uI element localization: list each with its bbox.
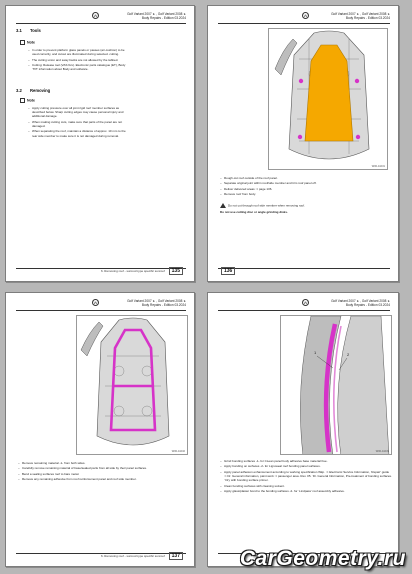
site-watermark: CarGeometry.ru bbox=[239, 547, 406, 570]
document-page-137: W Golf Variant 2007 ➤ , Golf Variant 200… bbox=[5, 292, 195, 567]
footer-rule bbox=[16, 268, 186, 269]
header-rule bbox=[218, 310, 390, 311]
figure-number: W00-11031 bbox=[371, 165, 385, 168]
note-heading: Note bbox=[20, 40, 35, 45]
vw-logo-icon: W bbox=[92, 299, 99, 306]
figure-car-top-view-magenta: W00-11032 bbox=[76, 315, 188, 455]
page-number: 137 bbox=[168, 552, 183, 560]
figure-number: W00-11033 bbox=[375, 450, 389, 453]
vw-logo-icon: W bbox=[92, 12, 99, 19]
car-side-member-illustration bbox=[80, 317, 170, 446]
note-info-icon bbox=[20, 98, 25, 103]
note-heading: Note bbox=[20, 98, 35, 103]
callout-2: 2 bbox=[347, 352, 350, 357]
figure-car-top-view-roof-orange: W00-11031 bbox=[268, 28, 388, 170]
figure-a-pillar-detail: 1 2 W00-11033 bbox=[280, 315, 392, 455]
note-list-tools: In order to prevent platform glass panel… bbox=[28, 48, 128, 73]
footer-rule bbox=[16, 553, 186, 554]
page-header: Golf Variant 2007 ➤ , Golf Variant 2008 … bbox=[127, 12, 186, 21]
vw-logo-icon: W bbox=[302, 12, 309, 19]
header-rule bbox=[218, 23, 390, 24]
page-footer: 6. Removing roof - sunroof-type specific… bbox=[101, 552, 186, 560]
side-member-highlight bbox=[109, 328, 157, 432]
note-list-removing: Apply cutting pressure over all joint ri… bbox=[28, 106, 128, 139]
page-footer: 6. Removing roof - sunroof-type specific… bbox=[101, 267, 186, 275]
instruction-list: Remove remaining material -1- from both … bbox=[18, 461, 168, 483]
a-pillar-illustration bbox=[300, 316, 390, 454]
instruction-list: Grind bonding surfaces -1- for CLean pan… bbox=[220, 459, 392, 494]
roof-panel-highlight bbox=[304, 44, 354, 142]
document-page-138: W Golf Variant 2007 ➤ , Golf Variant 200… bbox=[207, 292, 399, 567]
warning-block: Do not cut through roof side member when… bbox=[220, 203, 305, 214]
page-footer: 136 bbox=[218, 267, 238, 275]
warning-triangle-icon bbox=[220, 203, 226, 208]
footer-rule bbox=[218, 553, 390, 554]
header-rule bbox=[16, 310, 186, 311]
car-roof-illustration bbox=[274, 30, 370, 160]
page-number: 136 bbox=[221, 267, 236, 275]
page-number: 135 bbox=[168, 267, 183, 275]
bonding-surface-highlight bbox=[323, 323, 338, 453]
instruction-list: Rough-cut roof outside of the roof panel… bbox=[220, 176, 370, 198]
figure-number: W00-11032 bbox=[171, 450, 185, 453]
document-page-135: W Golf Variant 2007 ➤ , Golf Variant 200… bbox=[5, 5, 195, 282]
page-header: Golf Variant 2007 ➤ , Golf Variant 2008 … bbox=[331, 12, 390, 21]
page-header: Golf Variant 2007 ➤ , Golf Variant 2008 … bbox=[331, 299, 390, 308]
page-header: Golf Variant 2007 ➤ , Golf Variant 2008 … bbox=[127, 299, 186, 308]
callout-1: 1 bbox=[314, 350, 317, 355]
footer-rule bbox=[218, 268, 390, 269]
document-page-136: W Golf Variant 2007 ➤ , Golf Variant 200… bbox=[207, 5, 399, 282]
vw-logo-icon: W bbox=[302, 299, 309, 306]
note-info-icon bbox=[20, 40, 25, 45]
header-rule bbox=[16, 23, 186, 24]
